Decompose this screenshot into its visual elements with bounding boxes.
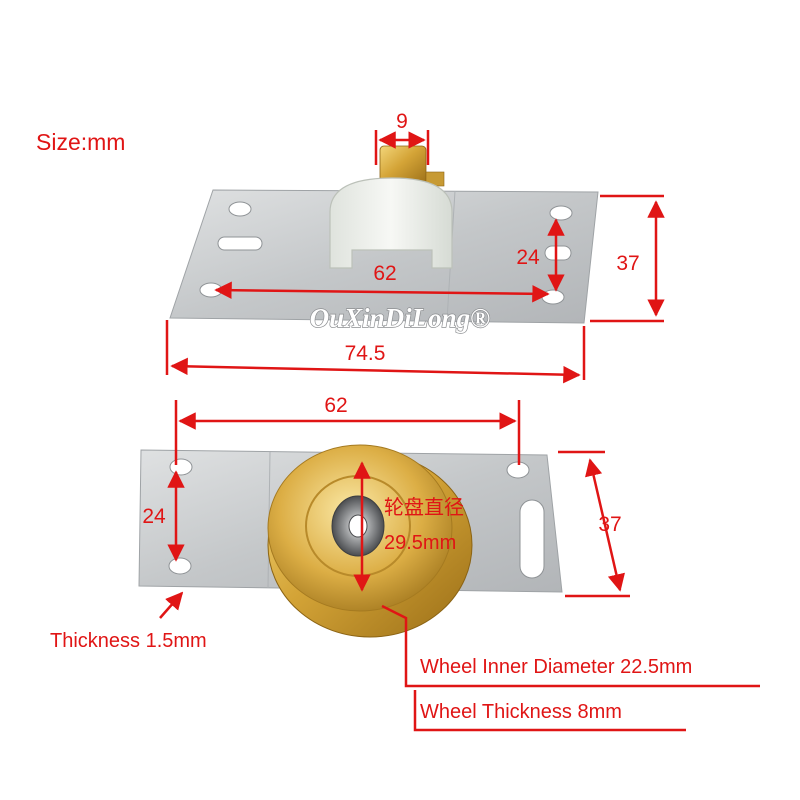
size-note: Size:mm (36, 129, 125, 155)
wheel-label-cn: 轮盘直径 (384, 496, 464, 519)
watermark: OuXinDiLong® (310, 303, 491, 333)
dim-height-arrow (585, 458, 625, 592)
dim-thickness-leader (159, 591, 184, 619)
bottom-dim-height-label: 37 (598, 513, 621, 536)
plate-slot (519, 499, 545, 579)
plate-hole (541, 289, 565, 305)
top-dimensions (165, 130, 665, 384)
bottom-dimensions (159, 400, 760, 732)
wheel-thickness-label: Wheel Thickness 8mm (420, 701, 622, 723)
dim-length-arrow (170, 357, 581, 384)
bearing-bore (348, 514, 368, 538)
plate-hole (169, 458, 193, 476)
dim-hole-spacing-label: 62 (373, 262, 396, 285)
plate-hole (549, 205, 573, 221)
plate-slot (217, 236, 263, 251)
plate-slot (544, 245, 572, 261)
top-plate-group (169, 145, 599, 324)
dim-wheel-thickness-leader (413, 690, 686, 732)
bottom-dim-vertical-label: 24 (142, 505, 166, 528)
dim-shaft-label: 9 (396, 110, 408, 133)
bottom-plate-group (138, 444, 563, 638)
inner-diameter-label: Wheel Inner Diameter 22.5mm (420, 656, 692, 678)
dim-hole-spacing-arrow (214, 281, 550, 303)
thickness-label: Thickness 1.5mm (50, 630, 207, 652)
wheel-diameter-label: 29.5mm (384, 532, 456, 554)
nylon-roller (329, 177, 453, 269)
plate-hole (168, 557, 192, 575)
bottom-dim-hole-spacing-label: 62 (324, 394, 347, 417)
dim-length-label: 74.5 (345, 342, 386, 365)
dim-vertical-label: 24 (516, 246, 540, 269)
dim-inner-diameter-leader (381, 604, 760, 688)
dim-height-label: 37 (616, 252, 639, 275)
plate-hole (228, 201, 252, 217)
